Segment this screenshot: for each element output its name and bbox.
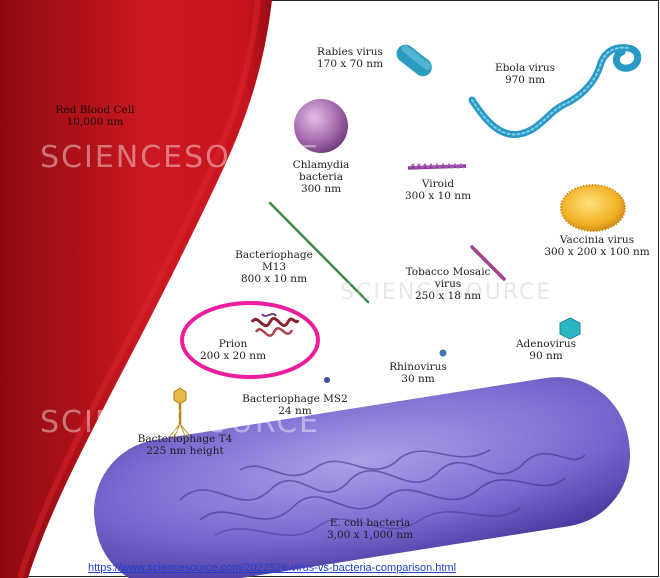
- tmv-name: Tobacco Mosaic: [396, 266, 500, 278]
- viroid-name: Viroid: [393, 178, 483, 190]
- adenovirus-name: Adenovirus: [508, 338, 584, 350]
- rbc-size: 10,000 nm: [45, 116, 145, 128]
- ecoli-label: E. coli bacteria 3,00 x 1,000 nm: [320, 517, 420, 541]
- chlamydia-name2: bacteria: [280, 171, 362, 183]
- rabies-label: Rabies virus 170 x 70 nm: [300, 46, 400, 70]
- vaccinia-size: 300 x 200 x 100 nm: [538, 246, 656, 258]
- rabies-size: 170 x 70 nm: [300, 58, 400, 70]
- prion-name: Prion: [190, 338, 276, 350]
- t4-label: Bacteriophage T4 225 nm height: [130, 433, 240, 457]
- viroid-shape: [408, 164, 466, 168]
- rhinovirus-shape: [440, 350, 447, 357]
- adenovirus-shape: [560, 318, 580, 339]
- chlamydia-label: Chlamydia bacteria 300 nm: [280, 159, 362, 195]
- ecoli-name: E. coli bacteria: [320, 517, 420, 529]
- vaccinia-virus-shape: [561, 185, 625, 231]
- ms2-shape: [324, 377, 330, 383]
- chlamydia-size: 300 nm: [280, 183, 362, 195]
- tmv-size: 250 x 18 nm: [396, 290, 500, 302]
- ebola-label: Ebola virus 970 nm: [480, 62, 570, 86]
- watermark-1: SCIENCESOURCE: [40, 140, 320, 175]
- rhinovirus-label: Rhinovirus 30 nm: [385, 361, 451, 385]
- rbc-label: Red Blood Cell 10,000 nm: [45, 104, 145, 128]
- adenovirus-size: 90 nm: [508, 350, 584, 362]
- tmv-name2: virus: [396, 278, 500, 290]
- m13-size: 800 x 10 nm: [230, 273, 318, 285]
- source-link[interactable]: https://www.sciencesource.com/2022526-vi…: [88, 562, 456, 574]
- ebola-size: 970 nm: [480, 74, 570, 86]
- rhinovirus-name: Rhinovirus: [385, 361, 451, 373]
- m13-label: Bacteriophage M13 800 x 10 nm: [230, 249, 318, 285]
- ecoli-shape: [84, 367, 641, 578]
- chlamydia-name: Chlamydia: [280, 159, 362, 171]
- t4-size: 225 nm height: [130, 445, 240, 457]
- tmv-label: Tobacco Mosaic virus 250 x 18 nm: [396, 266, 500, 302]
- vaccinia-label: Vaccinia virus 300 x 200 x 100 nm: [538, 234, 656, 258]
- prion-size: 200 x 20 nm: [190, 350, 276, 362]
- ebola-virus-shape: [472, 48, 638, 135]
- m13-name: Bacteriophage: [230, 249, 318, 261]
- m13-name2: M13: [230, 261, 318, 273]
- ms2-label: Bacteriophage MS2 24 nm: [236, 393, 354, 417]
- t4-name: Bacteriophage T4: [130, 433, 240, 445]
- adenovirus-label: Adenovirus 90 nm: [508, 338, 584, 362]
- vaccinia-name: Vaccinia virus: [538, 234, 656, 246]
- ebola-name: Ebola virus: [480, 62, 570, 74]
- rhinovirus-size: 30 nm: [385, 373, 451, 385]
- viroid-size: 300 x 10 nm: [393, 190, 483, 202]
- viroid-label: Viroid 300 x 10 nm: [393, 178, 483, 202]
- ecoli-size: 3,00 x 1,000 nm: [320, 529, 420, 541]
- rabies-name: Rabies virus: [300, 46, 400, 58]
- rbc-name: Red Blood Cell: [45, 104, 145, 116]
- prion-label: Prion 200 x 20 nm: [190, 338, 276, 362]
- prion-shape: [252, 314, 298, 336]
- ms2-name: Bacteriophage MS2: [236, 393, 354, 405]
- ms2-size: 24 nm: [236, 405, 354, 417]
